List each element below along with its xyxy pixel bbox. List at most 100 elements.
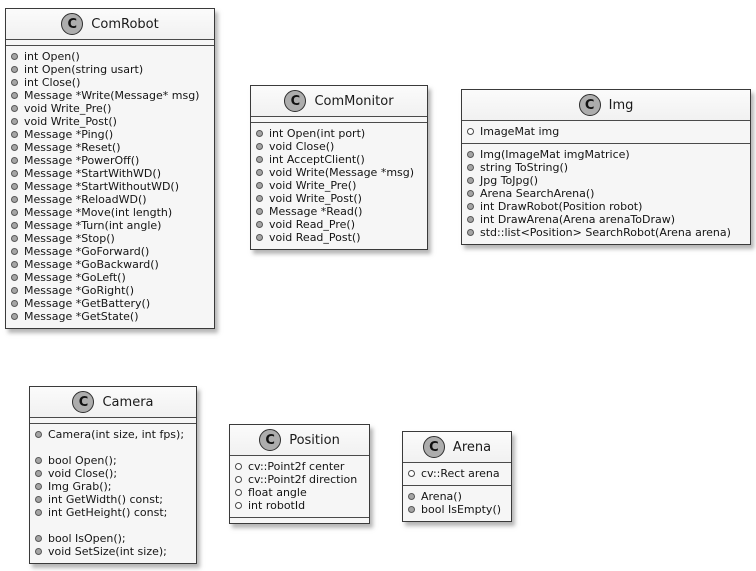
member-row: cv::Rect arena bbox=[408, 467, 505, 480]
class-commonitor: C ComMonitor int Open(int port)void Clos… bbox=[250, 85, 428, 250]
method-visibility-icon bbox=[256, 143, 263, 150]
member-row: Message *Ping() bbox=[11, 128, 208, 141]
member-row: Message *Turn(int angle) bbox=[11, 219, 208, 232]
method-visibility-icon bbox=[11, 170, 18, 177]
member-label: int AcceptClient() bbox=[269, 153, 365, 166]
method-visibility-icon bbox=[256, 221, 263, 228]
member-row bbox=[35, 519, 190, 532]
member-row: int AcceptClient() bbox=[256, 153, 421, 166]
member-row: bool Open(); bbox=[35, 454, 190, 467]
member-row: int GetWidth() const; bbox=[35, 493, 190, 506]
member-label: int DrawRobot(Position robot) bbox=[480, 200, 643, 213]
member-row: Message *PowerOff() bbox=[11, 154, 208, 167]
member-label: Message *GoLeft() bbox=[24, 271, 126, 284]
member-row bbox=[35, 441, 190, 454]
class-name: Img bbox=[608, 97, 634, 113]
method-visibility-icon bbox=[11, 157, 18, 164]
attributes-compartment: ImageMat img bbox=[462, 120, 750, 143]
method-visibility-icon bbox=[256, 130, 263, 137]
member-row: void Write_Post() bbox=[11, 115, 208, 128]
member-row: Message *GetState() bbox=[11, 310, 208, 323]
member-row: Message *GoLeft() bbox=[11, 271, 208, 284]
method-visibility-icon bbox=[35, 457, 42, 464]
field-visibility-icon bbox=[235, 489, 242, 496]
methods-compartment: Camera(int size, int fps); bool Open(); vo… bbox=[30, 423, 196, 563]
method-visibility-icon bbox=[467, 203, 474, 210]
class-name: Camera bbox=[102, 394, 154, 410]
member-label: Message *GoRight() bbox=[24, 284, 135, 297]
method-visibility-icon bbox=[11, 313, 18, 320]
member-label: Message *Stop() bbox=[24, 232, 115, 245]
method-visibility-icon bbox=[11, 209, 18, 216]
member-label: void Write_Pre() bbox=[24, 102, 112, 115]
member-row: Message *GoBackward() bbox=[11, 258, 208, 271]
member-row: Message *StartWithoutWD() bbox=[11, 180, 208, 193]
member-label: Message *ReloadWD() bbox=[24, 193, 147, 206]
member-label: int Open(string usart) bbox=[24, 63, 144, 76]
class-icon: C bbox=[422, 436, 445, 458]
member-label: Message *Move(int length) bbox=[24, 206, 173, 219]
method-visibility-icon bbox=[467, 190, 474, 197]
member-row: Img(ImageMat imgMatrice) bbox=[467, 148, 744, 161]
member-label: Message *StartWithoutWD() bbox=[24, 180, 179, 193]
method-visibility-icon bbox=[11, 222, 18, 229]
member-label: Message *Write(Message* msg) bbox=[24, 89, 200, 102]
method-visibility-icon bbox=[11, 248, 18, 255]
method-visibility-icon bbox=[467, 177, 474, 184]
method-visibility-icon bbox=[11, 183, 18, 190]
class-camera: C Camera Camera(int size, int fps); bool … bbox=[29, 386, 197, 564]
member-row: int Close() bbox=[11, 76, 208, 89]
member-row: Message *GoForward() bbox=[11, 245, 208, 258]
member-label: cv::Rect arena bbox=[421, 467, 500, 480]
method-visibility-icon bbox=[11, 144, 18, 151]
method-visibility-icon bbox=[35, 496, 42, 503]
member-label: cv::Point2f direction bbox=[248, 473, 358, 486]
method-visibility-icon bbox=[35, 483, 42, 490]
member-label: string ToString() bbox=[480, 161, 569, 174]
method-visibility-icon bbox=[11, 235, 18, 242]
member-row: int Open() bbox=[11, 50, 208, 63]
method-visibility-icon bbox=[35, 548, 42, 555]
method-visibility-icon bbox=[467, 164, 474, 171]
member-row: int DrawRobot(Position robot) bbox=[467, 200, 744, 213]
member-row: int Open(int port) bbox=[256, 127, 421, 140]
method-visibility-icon bbox=[35, 535, 42, 542]
member-label: Camera(int size, int fps); bbox=[48, 428, 185, 441]
member-label: Arena SearchArena() bbox=[480, 187, 595, 200]
member-row: Camera(int size, int fps); bbox=[35, 428, 190, 441]
member-row: string ToString() bbox=[467, 161, 744, 174]
member-row: int Open(string usart) bbox=[11, 63, 208, 76]
method-visibility-icon bbox=[11, 287, 18, 294]
member-label: Arena() bbox=[421, 490, 462, 503]
member-label: bool IsOpen(); bbox=[48, 532, 126, 545]
methods-compartment: int Open(int port)void Close()int Accept… bbox=[251, 122, 427, 249]
member-label: Img Grab(); bbox=[48, 480, 112, 493]
class-header-img: C Img bbox=[462, 90, 750, 120]
field-visibility-icon bbox=[235, 502, 242, 509]
member-row: void Write_Pre() bbox=[11, 102, 208, 115]
member-row: Jpg ToJpg() bbox=[467, 174, 744, 187]
member-label: Jpg ToJpg() bbox=[480, 174, 539, 187]
method-visibility-icon bbox=[11, 79, 18, 86]
methods-compartment: int Open()int Open(string usart)int Clos… bbox=[6, 45, 214, 328]
attributes-compartment bbox=[251, 116, 427, 122]
member-label: Message *StartWithWD() bbox=[24, 167, 161, 180]
method-visibility-icon bbox=[11, 261, 18, 268]
class-icon: C bbox=[72, 391, 95, 413]
member-row: Message *Read() bbox=[256, 205, 421, 218]
member-row: float angle bbox=[235, 486, 363, 499]
member-label: int GetHeight() const; bbox=[48, 506, 168, 519]
class-name: ComRobot bbox=[91, 16, 159, 32]
member-label: void Close() bbox=[269, 140, 335, 153]
class-header-position: C Position bbox=[230, 425, 369, 455]
member-label: void SetSize(int size); bbox=[48, 545, 167, 558]
member-label: Message *PowerOff() bbox=[24, 154, 140, 167]
class-icon: C bbox=[578, 94, 601, 116]
member-label: void Read_Pre() bbox=[269, 218, 355, 231]
method-visibility-icon bbox=[11, 53, 18, 60]
member-row: int GetHeight() const; bbox=[35, 506, 190, 519]
member-label: int Close() bbox=[24, 76, 81, 89]
method-visibility-icon bbox=[256, 208, 263, 215]
